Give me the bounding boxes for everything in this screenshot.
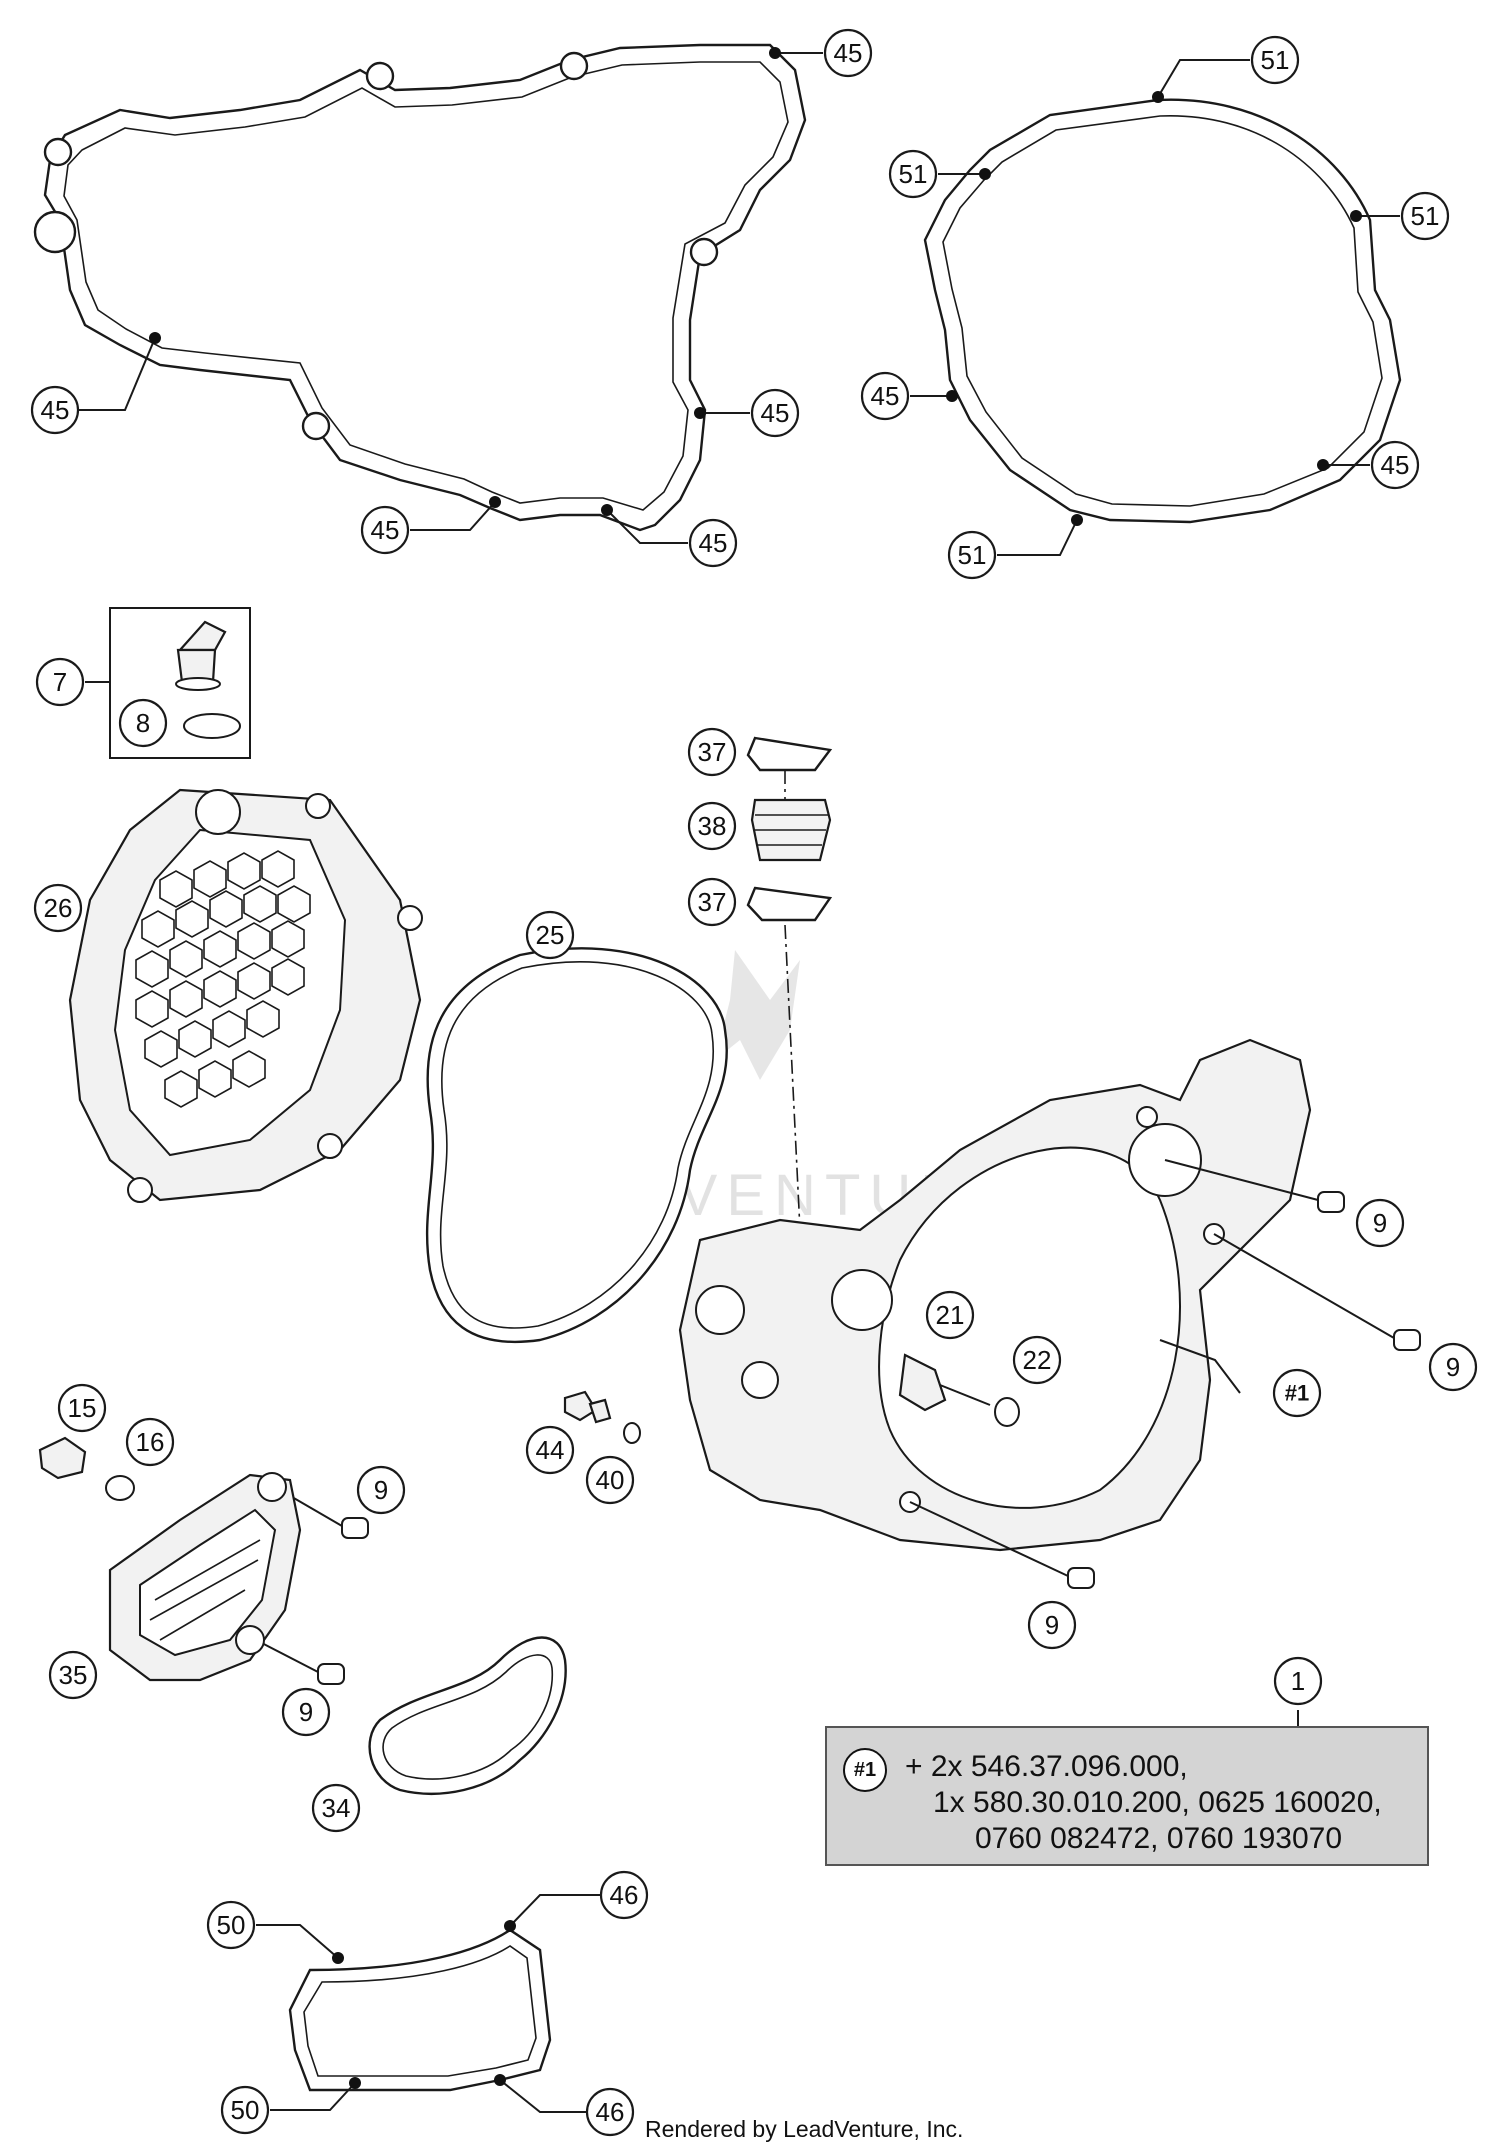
svg-text:46: 46 — [596, 2097, 625, 2127]
svg-text:51: 51 — [899, 159, 928, 189]
svg-text:44: 44 — [536, 1435, 565, 1465]
callout-7: 7 — [35, 657, 85, 707]
callout-45: 45 — [750, 388, 800, 438]
rendered-by-credit: Rendered by LeadVenture, Inc. — [645, 2116, 964, 2142]
svg-text:45: 45 — [699, 528, 728, 558]
dowel-sleeves — [255, 1159, 1421, 1685]
svg-text:35: 35 — [59, 1660, 88, 1690]
kit-contents-note: #1 + 2x 546.37.096.000, 1x 580.30.010.20… — [825, 1726, 1429, 1866]
callout-hash1: #1 — [1272, 1368, 1322, 1418]
callout-leaders — [78, 52, 1400, 2113]
callout-45: 45 — [30, 385, 80, 435]
svg-text:37: 37 — [698, 887, 727, 917]
note-line-3: 0760 082472, 0760 193070 — [975, 1822, 1343, 1855]
svg-text:15: 15 — [68, 1393, 97, 1423]
svg-text:#1: #1 — [1285, 1381, 1309, 1406]
callout-21: 21 — [925, 1290, 975, 1340]
water-pump-plug-and-ring — [38, 1436, 135, 1501]
banjo-screw-and-washer — [563, 1390, 641, 1444]
svg-text:51: 51 — [1261, 45, 1290, 75]
cover-o-ring — [425, 947, 728, 1344]
svg-text:50: 50 — [217, 1910, 246, 1940]
small-cover-gasket — [288, 1928, 552, 2092]
callout-51: 51 — [1400, 191, 1450, 241]
callout-50: 50 — [220, 2085, 270, 2135]
callout-34: 34 — [311, 1783, 361, 1833]
oil-screen-stack — [746, 736, 833, 1231]
svg-text:51: 51 — [958, 540, 987, 570]
svg-text:8: 8 — [136, 708, 150, 738]
callout-38: 38 — [687, 801, 737, 851]
svg-text:45: 45 — [41, 395, 70, 425]
svg-text:46: 46 — [610, 1880, 639, 1910]
callout-1: 1 — [1273, 1656, 1323, 1706]
note-line-1: + 2x 546.37.096.000, — [905, 1750, 1188, 1783]
water-pump-gasket — [368, 1636, 567, 1795]
callout-45: 45 — [688, 518, 738, 568]
svg-text:45: 45 — [371, 515, 400, 545]
svg-text:9: 9 — [299, 1697, 313, 1727]
svg-text:50: 50 — [231, 2095, 260, 2125]
callout-9: 9 — [281, 1687, 331, 1737]
callout-37: 37 — [687, 877, 737, 927]
note-line-2: 1x 580.30.010.200, 0625 160020, — [933, 1786, 1382, 1819]
callout-8: 8 — [118, 698, 168, 748]
callout-16: 16 — [125, 1417, 175, 1467]
svg-text:45: 45 — [1381, 450, 1410, 480]
callout-37: 37 — [687, 727, 737, 777]
water-pump-cover — [108, 1472, 302, 1682]
note-reference-tag: #1 — [843, 1748, 887, 1792]
ignition-cover-gasket — [923, 98, 1402, 524]
svg-text:7: 7 — [53, 667, 67, 697]
callout-51: 51 — [1250, 35, 1300, 85]
svg-text:26: 26 — [44, 893, 73, 923]
callout-9: 9 — [356, 1465, 406, 1515]
outer-clutch-cover — [68, 788, 423, 1203]
svg-text:45: 45 — [834, 38, 863, 68]
callout-9: 9 — [1027, 1600, 1077, 1650]
callout-46: 46 — [599, 1870, 649, 1920]
svg-text:9: 9 — [1045, 1610, 1059, 1640]
callout-9: 9 — [1428, 1342, 1478, 1392]
svg-text:40: 40 — [596, 1465, 625, 1495]
callout-25: 25 — [525, 910, 575, 960]
svg-text:9: 9 — [1446, 1352, 1460, 1382]
svg-text:25: 25 — [536, 920, 565, 950]
svg-text:37: 37 — [698, 737, 727, 767]
callout-9: 9 — [1355, 1198, 1405, 1248]
callout-45: 45 — [1370, 440, 1420, 490]
callout-dots — [149, 47, 1362, 2089]
callout-51: 51 — [947, 530, 997, 580]
oil-plug-kit-box — [109, 607, 251, 759]
callout-45: 45 — [360, 505, 410, 555]
callout-26: 26 — [33, 883, 83, 933]
callout-50: 50 — [206, 1900, 256, 1950]
cover-hex-grille — [135, 850, 311, 1108]
svg-text:45: 45 — [761, 398, 790, 428]
callout-45: 45 — [823, 28, 873, 78]
svg-text:22: 22 — [1023, 1345, 1052, 1375]
svg-text:21: 21 — [936, 1300, 965, 1330]
svg-text:38: 38 — [698, 811, 727, 841]
svg-text:34: 34 — [322, 1793, 351, 1823]
callout-44: 44 — [525, 1425, 575, 1475]
callout-35: 35 — [48, 1650, 98, 1700]
callout-15: 15 — [57, 1383, 107, 1433]
callout-22: 22 — [1012, 1335, 1062, 1385]
inner-clutch-cover — [678, 1038, 1312, 1552]
svg-text:9: 9 — [374, 1475, 388, 1505]
svg-text:51: 51 — [1411, 201, 1440, 231]
callout-46: 46 — [585, 2087, 635, 2137]
svg-text:45: 45 — [871, 381, 900, 411]
callout-51: 51 — [888, 149, 938, 199]
svg-text:16: 16 — [136, 1427, 165, 1457]
drain-plug-and-washer — [898, 1353, 1020, 1427]
clutch-cover-gasket — [33, 43, 807, 532]
callout-40: 40 — [585, 1455, 635, 1505]
callout-45: 45 — [860, 371, 910, 421]
svg-text:1: 1 — [1291, 1666, 1305, 1696]
svg-text:9: 9 — [1373, 1208, 1387, 1238]
